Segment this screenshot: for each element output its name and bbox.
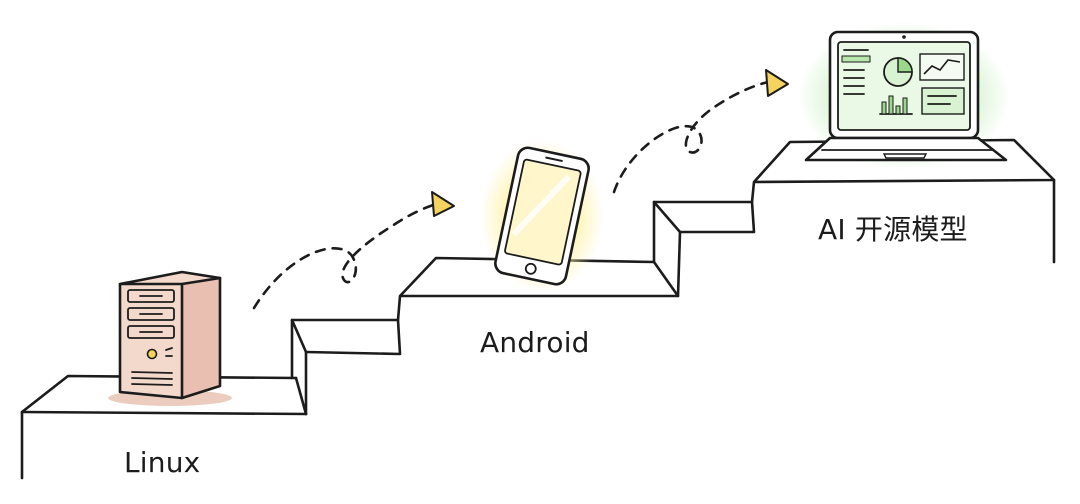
laptop-dashboard-icon xyxy=(798,22,1010,170)
label-ai-open-source-model: AI 开源模型 xyxy=(818,213,968,246)
label-android: Android xyxy=(480,326,590,359)
arrow-2 xyxy=(612,69,789,194)
smartphone-icon xyxy=(480,140,604,292)
label-linux: Linux xyxy=(124,446,201,479)
server-tower-icon xyxy=(108,270,232,406)
arrow-1 xyxy=(252,191,455,310)
